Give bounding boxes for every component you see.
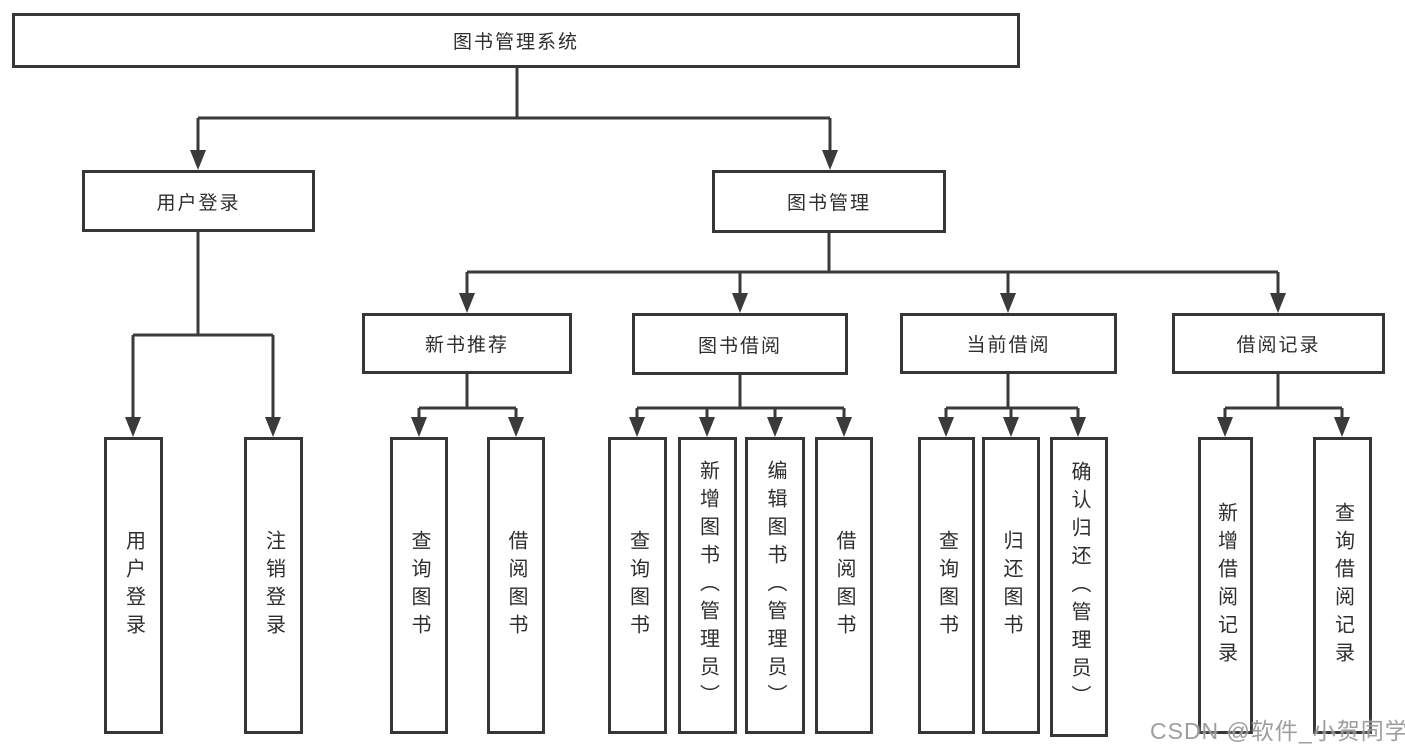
node-user-login: 用户登录 xyxy=(82,170,315,232)
node-new-book-recommendation: 新书推荐 xyxy=(362,313,572,374)
leaf-borrow-query-book: 查询图书 xyxy=(608,437,667,734)
arrowheads xyxy=(125,150,1350,437)
leaf-return-book: 归还图书 xyxy=(982,437,1040,734)
node-current-borrowing: 当前借阅 xyxy=(900,313,1117,374)
node-book-management: 图书管理 xyxy=(712,170,946,233)
leaf-borrow-book: 借阅图书 xyxy=(815,437,873,734)
leaf-query-borrow-record: 查询借阅记录 xyxy=(1313,437,1372,734)
tree-edges xyxy=(131,68,1344,419)
leaf-rec-borrow-book: 借阅图书 xyxy=(487,437,545,734)
node-root: 图书管理系统 xyxy=(12,13,1020,68)
leaf-user-login: 用户登录 xyxy=(104,437,163,734)
leaf-add-borrow-record: 新增借阅记录 xyxy=(1198,437,1253,734)
leaf-edit-book-admin: 编辑图书（管理员） xyxy=(745,437,805,734)
leaf-confirm-return-admin: 确认归还（管理员） xyxy=(1050,437,1108,737)
node-borrowing-records: 借阅记录 xyxy=(1172,313,1385,374)
leaf-current-query-book: 查询图书 xyxy=(918,437,975,734)
leaf-logout: 注销登录 xyxy=(244,437,303,734)
node-book-borrowing: 图书借阅 xyxy=(632,313,848,375)
watermark: CSDN @软件_小贺同学 xyxy=(1150,718,1405,744)
leaf-rec-query-book: 查询图书 xyxy=(390,437,448,734)
leaf-add-book-admin: 新增图书（管理员） xyxy=(678,437,737,734)
